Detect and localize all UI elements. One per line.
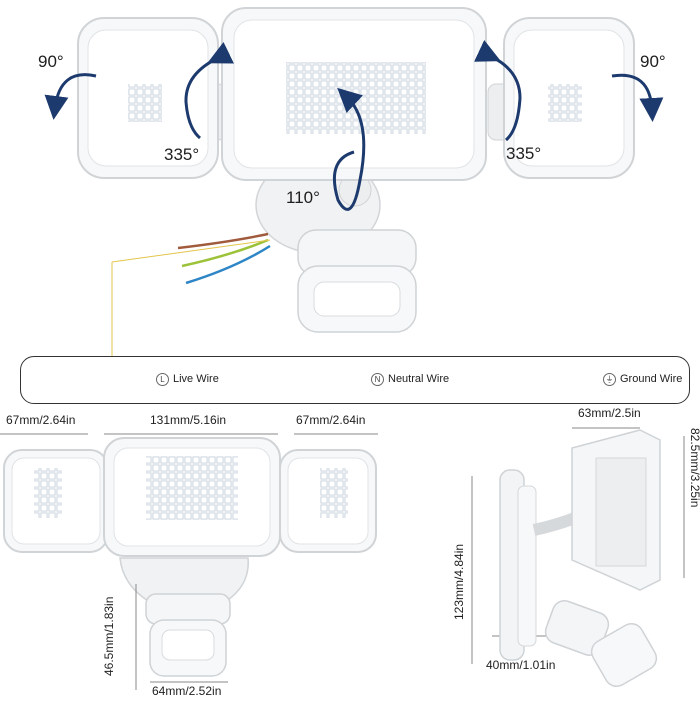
side-view xyxy=(471,427,685,688)
wiring-legend xyxy=(20,356,690,404)
left-head-width-label: 67mm/2.64in xyxy=(6,413,76,427)
neutral-wire-symbol: N xyxy=(371,373,384,386)
right-up-angle-label: 90° xyxy=(640,52,666,71)
base-depth-label: 40mm/1.01in xyxy=(486,658,556,672)
ground-wire-lead xyxy=(181,238,269,268)
neutral-wire-lead xyxy=(185,244,271,285)
center-tilt-angle-label: 110° xyxy=(286,188,320,207)
sensor-height-label: 46.5mm/1.83in xyxy=(102,596,116,676)
side-total-height-label: 123mm/4.84in xyxy=(452,543,466,620)
left-up-angle-label: 90° xyxy=(38,52,64,71)
ground-wire-symbol: ⏚ xyxy=(603,373,616,386)
sensor-width-label: 64mm/2.52in xyxy=(152,684,222,698)
center-head-width-label: 131mm/5.16in xyxy=(150,413,227,427)
center-tilt-arrow xyxy=(332,87,366,211)
left-up-rotation-arrow xyxy=(44,73,97,120)
top-center-light-head xyxy=(221,7,487,181)
right-side-rotation-arrow xyxy=(474,40,522,142)
live-wire-label: Live Wire xyxy=(173,373,219,385)
live-wire-lead xyxy=(177,232,269,250)
right-head-width-label: 67mm/2.64in xyxy=(296,413,366,427)
side-head-height-label: 82.5mm/3.25in xyxy=(688,428,700,508)
right-side-angle-label: 335° xyxy=(506,144,542,163)
top-motion-sensor xyxy=(297,229,417,333)
top-product-view xyxy=(44,7,664,356)
front-view xyxy=(0,433,378,690)
left-side-rotation-arrow xyxy=(184,41,235,140)
top-right-light-head xyxy=(487,17,635,179)
side-depth-label: 63mm/2.5in xyxy=(578,406,641,420)
ground-wire-label: Ground Wire xyxy=(620,373,683,385)
top-left-light-head xyxy=(77,17,227,179)
live-wire-symbol: L xyxy=(156,373,169,386)
left-side-angle-label: 335° xyxy=(164,145,200,164)
neutral-wire-label: Neutral Wire xyxy=(388,373,450,385)
right-up-rotation-arrow xyxy=(611,73,664,122)
